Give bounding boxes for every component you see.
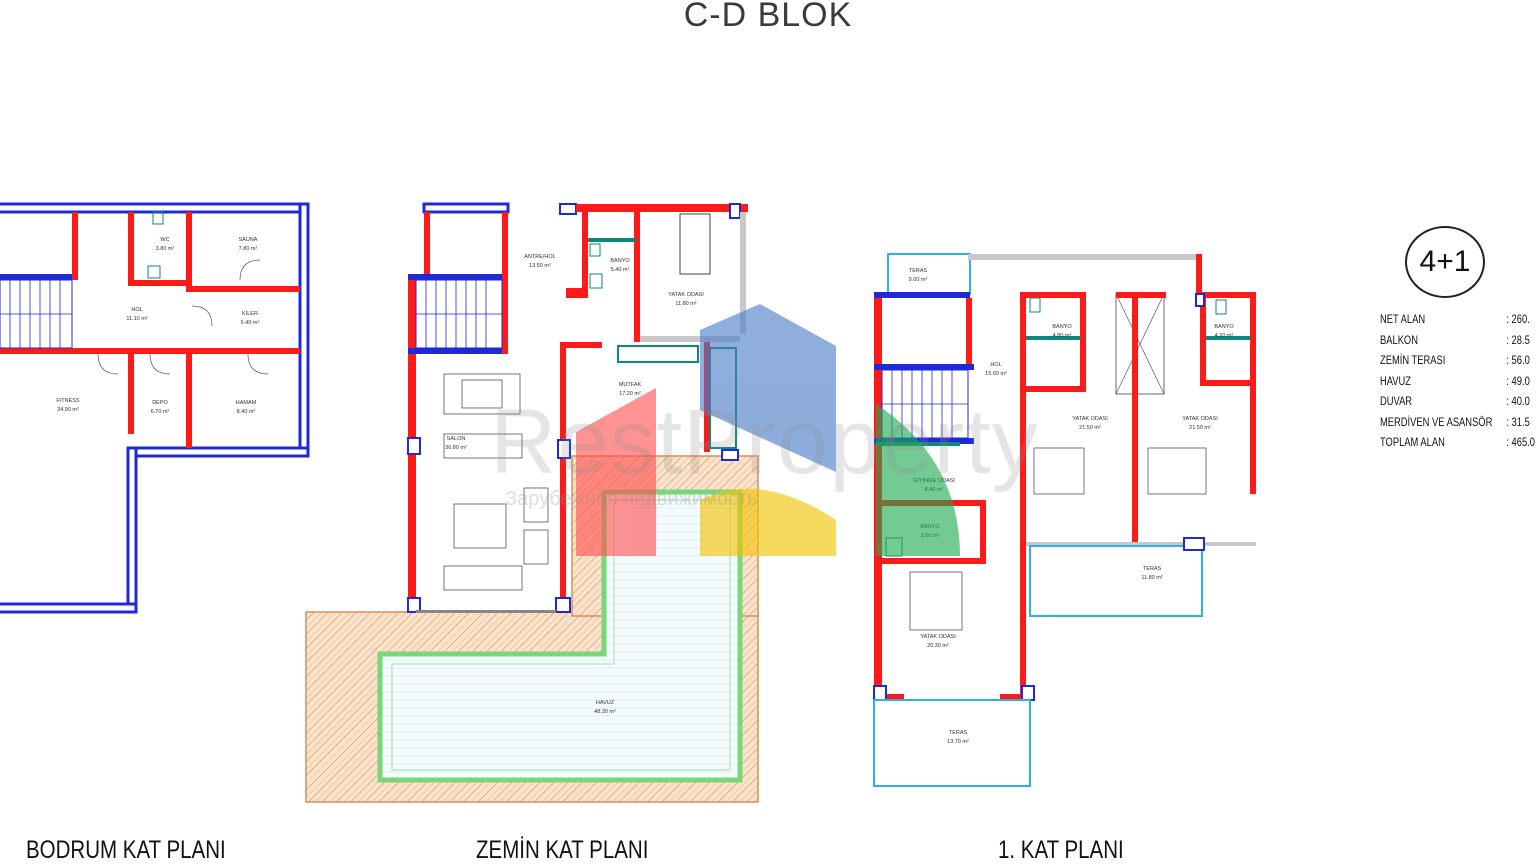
svg-text:TERAS: TERAS <box>1143 566 1162 572</box>
svg-text:YATAK ODASI: YATAK ODASI <box>1072 416 1108 422</box>
svg-text:48.30 m²: 48.30 m² <box>594 709 616 715</box>
svg-text:BANYO: BANYO <box>1052 324 1072 330</box>
watermark-brand: RestProperty <box>490 391 1039 493</box>
summary-row: ZEMİN TERASI : 56.0 <box>1380 350 1536 371</box>
svg-text:YATAK ODASI: YATAK ODASI <box>668 292 704 298</box>
summary-value: : 56.0 <box>1506 353 1530 367</box>
svg-text:HAVUZ: HAVUZ <box>596 700 615 706</box>
page-title: C-D BLOK <box>683 0 853 34</box>
summary-row: BALKON : 28.5 <box>1380 330 1536 351</box>
svg-text:13.70 m²: 13.70 m² <box>947 739 969 745</box>
svg-text:36.80 m²: 36.80 m² <box>445 445 467 451</box>
summary-value: : 28.5 <box>1506 332 1530 347</box>
svg-text:BANYO: BANYO <box>610 258 630 264</box>
summary-label: NET ALAN <box>1380 312 1426 326</box>
ground-plan: ANTRE/HOL 13.50 m² BANYO 5.40 m² YATAK ODA… <box>305 202 759 803</box>
svg-text:KİLER: KİLER <box>242 310 258 317</box>
first-floor-plan-label: 1. KAT PLANI <box>998 836 1124 864</box>
svg-text:21.50 m²: 21.50 m² <box>1189 425 1211 431</box>
watermark-logo <box>576 304 960 556</box>
svg-text:11.80 m²: 11.80 m² <box>1141 575 1162 581</box>
svg-text:HOL: HOL <box>131 307 142 313</box>
svg-text:4.80 m²: 4.80 m² <box>1053 333 1072 339</box>
svg-text:YATAK ODASI: YATAK ODASI <box>920 634 956 640</box>
svg-text:WC: WC <box>160 237 169 243</box>
svg-text:ANTRE/HOL: ANTRE/HOL <box>524 254 555 260</box>
svg-text:20.30 m²: 20.30 m² <box>927 643 949 649</box>
basement-plan: WC 3.80 m² SAUNA 7.80 m² HOL 11.10 m² KİLER… <box>0 202 310 614</box>
svg-text:34.90 m²: 34.90 m² <box>57 407 79 413</box>
svg-text:5.40 m²: 5.40 m² <box>611 267 630 273</box>
svg-text:11.80 m²: 11.80 m² <box>675 301 696 307</box>
unit-type-badge: 4+1 <box>1405 226 1485 298</box>
svg-text:11.10 m²: 11.10 m² <box>126 316 147 322</box>
summary-value: : 31.5 <box>1506 414 1530 429</box>
svg-text:TERAS: TERAS <box>949 730 968 736</box>
basement-plan-label: BODRUM KAT PLANI <box>26 836 226 864</box>
summary-label: TOPLAM ALAN <box>1380 435 1445 449</box>
svg-text:15.60 m²: 15.60 m² <box>985 371 1007 377</box>
svg-text:3.80 m²: 3.80 m² <box>156 246 175 252</box>
summary-value: : 260. <box>1506 312 1530 326</box>
svg-text:TERAS: TERAS <box>909 268 928 274</box>
svg-text:SALON: SALON <box>447 436 466 442</box>
svg-text:6.40 m²: 6.40 m² <box>241 320 260 326</box>
watermark-tagline: Зарубежная недвижимость <box>505 488 758 510</box>
summary-label: MERDİVEN VE ASANSÖR <box>1380 414 1493 429</box>
svg-text:BANYO: BANYO <box>1214 324 1234 330</box>
svg-text:DEPO: DEPO <box>152 400 168 406</box>
summary-row: HAVUZ : 49.0 <box>1380 371 1536 392</box>
svg-text:13.50 m²: 13.50 m² <box>529 263 551 269</box>
summary-value: : 49.0 <box>1506 373 1530 388</box>
summary-row: TOPLAM ALAN : 465.0 <box>1380 432 1536 453</box>
svg-text:17.20 m²: 17.20 m² <box>619 391 641 397</box>
svg-text:6.70 m²: 6.70 m² <box>151 409 170 415</box>
svg-text:FITNESS: FITNESS <box>56 398 80 404</box>
svg-text:MUTFAK: MUTFAK <box>619 382 642 388</box>
summary-row: DUVAR : 40.0 <box>1380 391 1536 412</box>
summary-label: ZEMİN TERASI <box>1380 353 1446 367</box>
svg-text:4.20 m²: 4.20 m² <box>1215 333 1234 339</box>
summary-row: NET ALAN : 260. <box>1380 309 1536 330</box>
svg-text:YATAK ODASI: YATAK ODASI <box>1182 416 1218 422</box>
svg-text:7.80 m²: 7.80 m² <box>239 246 258 252</box>
summary-value: : 465.0 <box>1506 435 1535 449</box>
summary-label: DUVAR <box>1380 394 1413 408</box>
ground-plan-label: ZEMİN KAT PLANI <box>476 836 649 864</box>
svg-text:21.50 m²: 21.50 m² <box>1079 425 1101 431</box>
svg-text:8.40 m²: 8.40 m² <box>237 409 256 415</box>
svg-text:9.00 m²: 9.00 m² <box>909 277 928 283</box>
summary-row: MERDİVEN VE ASANSÖR : 31.5 <box>1380 412 1536 433</box>
summary-label: BALKON <box>1380 332 1418 347</box>
summary-value: : 40.0 <box>1506 394 1530 408</box>
summary-label: HAVUZ <box>1380 373 1412 388</box>
svg-text:HOL: HOL <box>990 362 1001 368</box>
svg-text:HAMAM: HAMAM <box>236 400 257 406</box>
area-summary-table: NET ALAN : 260. BALKON : 28.5 ZEMİN TERASI… <box>1380 309 1536 453</box>
svg-text:SAUNA: SAUNA <box>239 237 258 243</box>
